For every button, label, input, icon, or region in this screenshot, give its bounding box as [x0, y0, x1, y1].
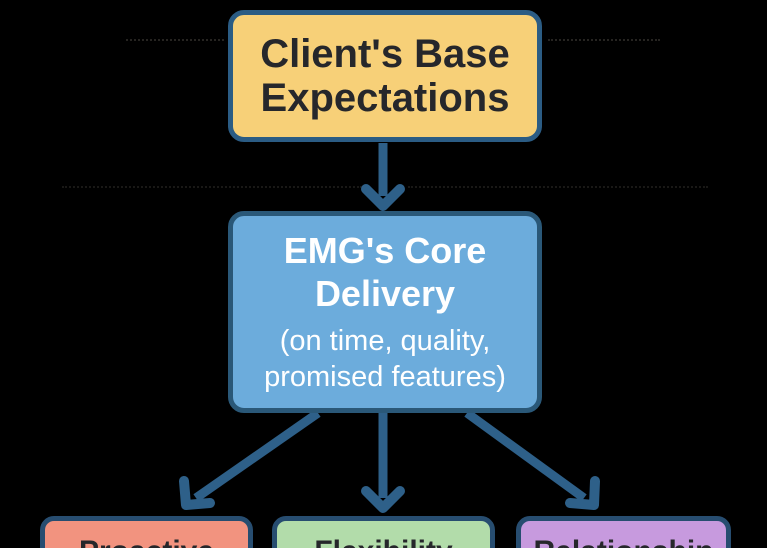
- node-subtitle-line: (on time, quality,: [279, 325, 491, 357]
- artifact-speckle-row: [62, 186, 362, 188]
- down-arrow-icon: [361, 143, 405, 211]
- artifact-speckle-row: [548, 39, 660, 41]
- proactive-node: Proactive: [40, 516, 253, 548]
- down-arrow-icon: [361, 413, 405, 513]
- flexibility-node: Flexibility: [272, 516, 495, 548]
- emg-core-delivery-node: EMG's Core Delivery (on time, quality, p…: [228, 211, 542, 413]
- down-left-arrow-icon: [179, 409, 321, 510]
- node-label-line: Expectations: [260, 76, 510, 120]
- relationship-node: Relationship: [516, 516, 731, 548]
- node-title-line: Delivery: [314, 273, 456, 314]
- node-label-line: Client's Base: [260, 32, 510, 76]
- artifact-speckle-row: [126, 39, 224, 41]
- down-right-arrow-icon: [464, 409, 600, 510]
- node-label-line: Proactive: [79, 534, 214, 548]
- node-label-line: Relationship: [533, 534, 713, 548]
- node-title-line: EMG's Core: [283, 230, 487, 271]
- artifact-speckle-row: [408, 186, 708, 188]
- node-subtitle-line: promised features): [264, 361, 506, 393]
- client-base-expectations-node: Client's Base Expectations: [228, 10, 542, 142]
- node-label-line: Flexibility: [314, 534, 452, 548]
